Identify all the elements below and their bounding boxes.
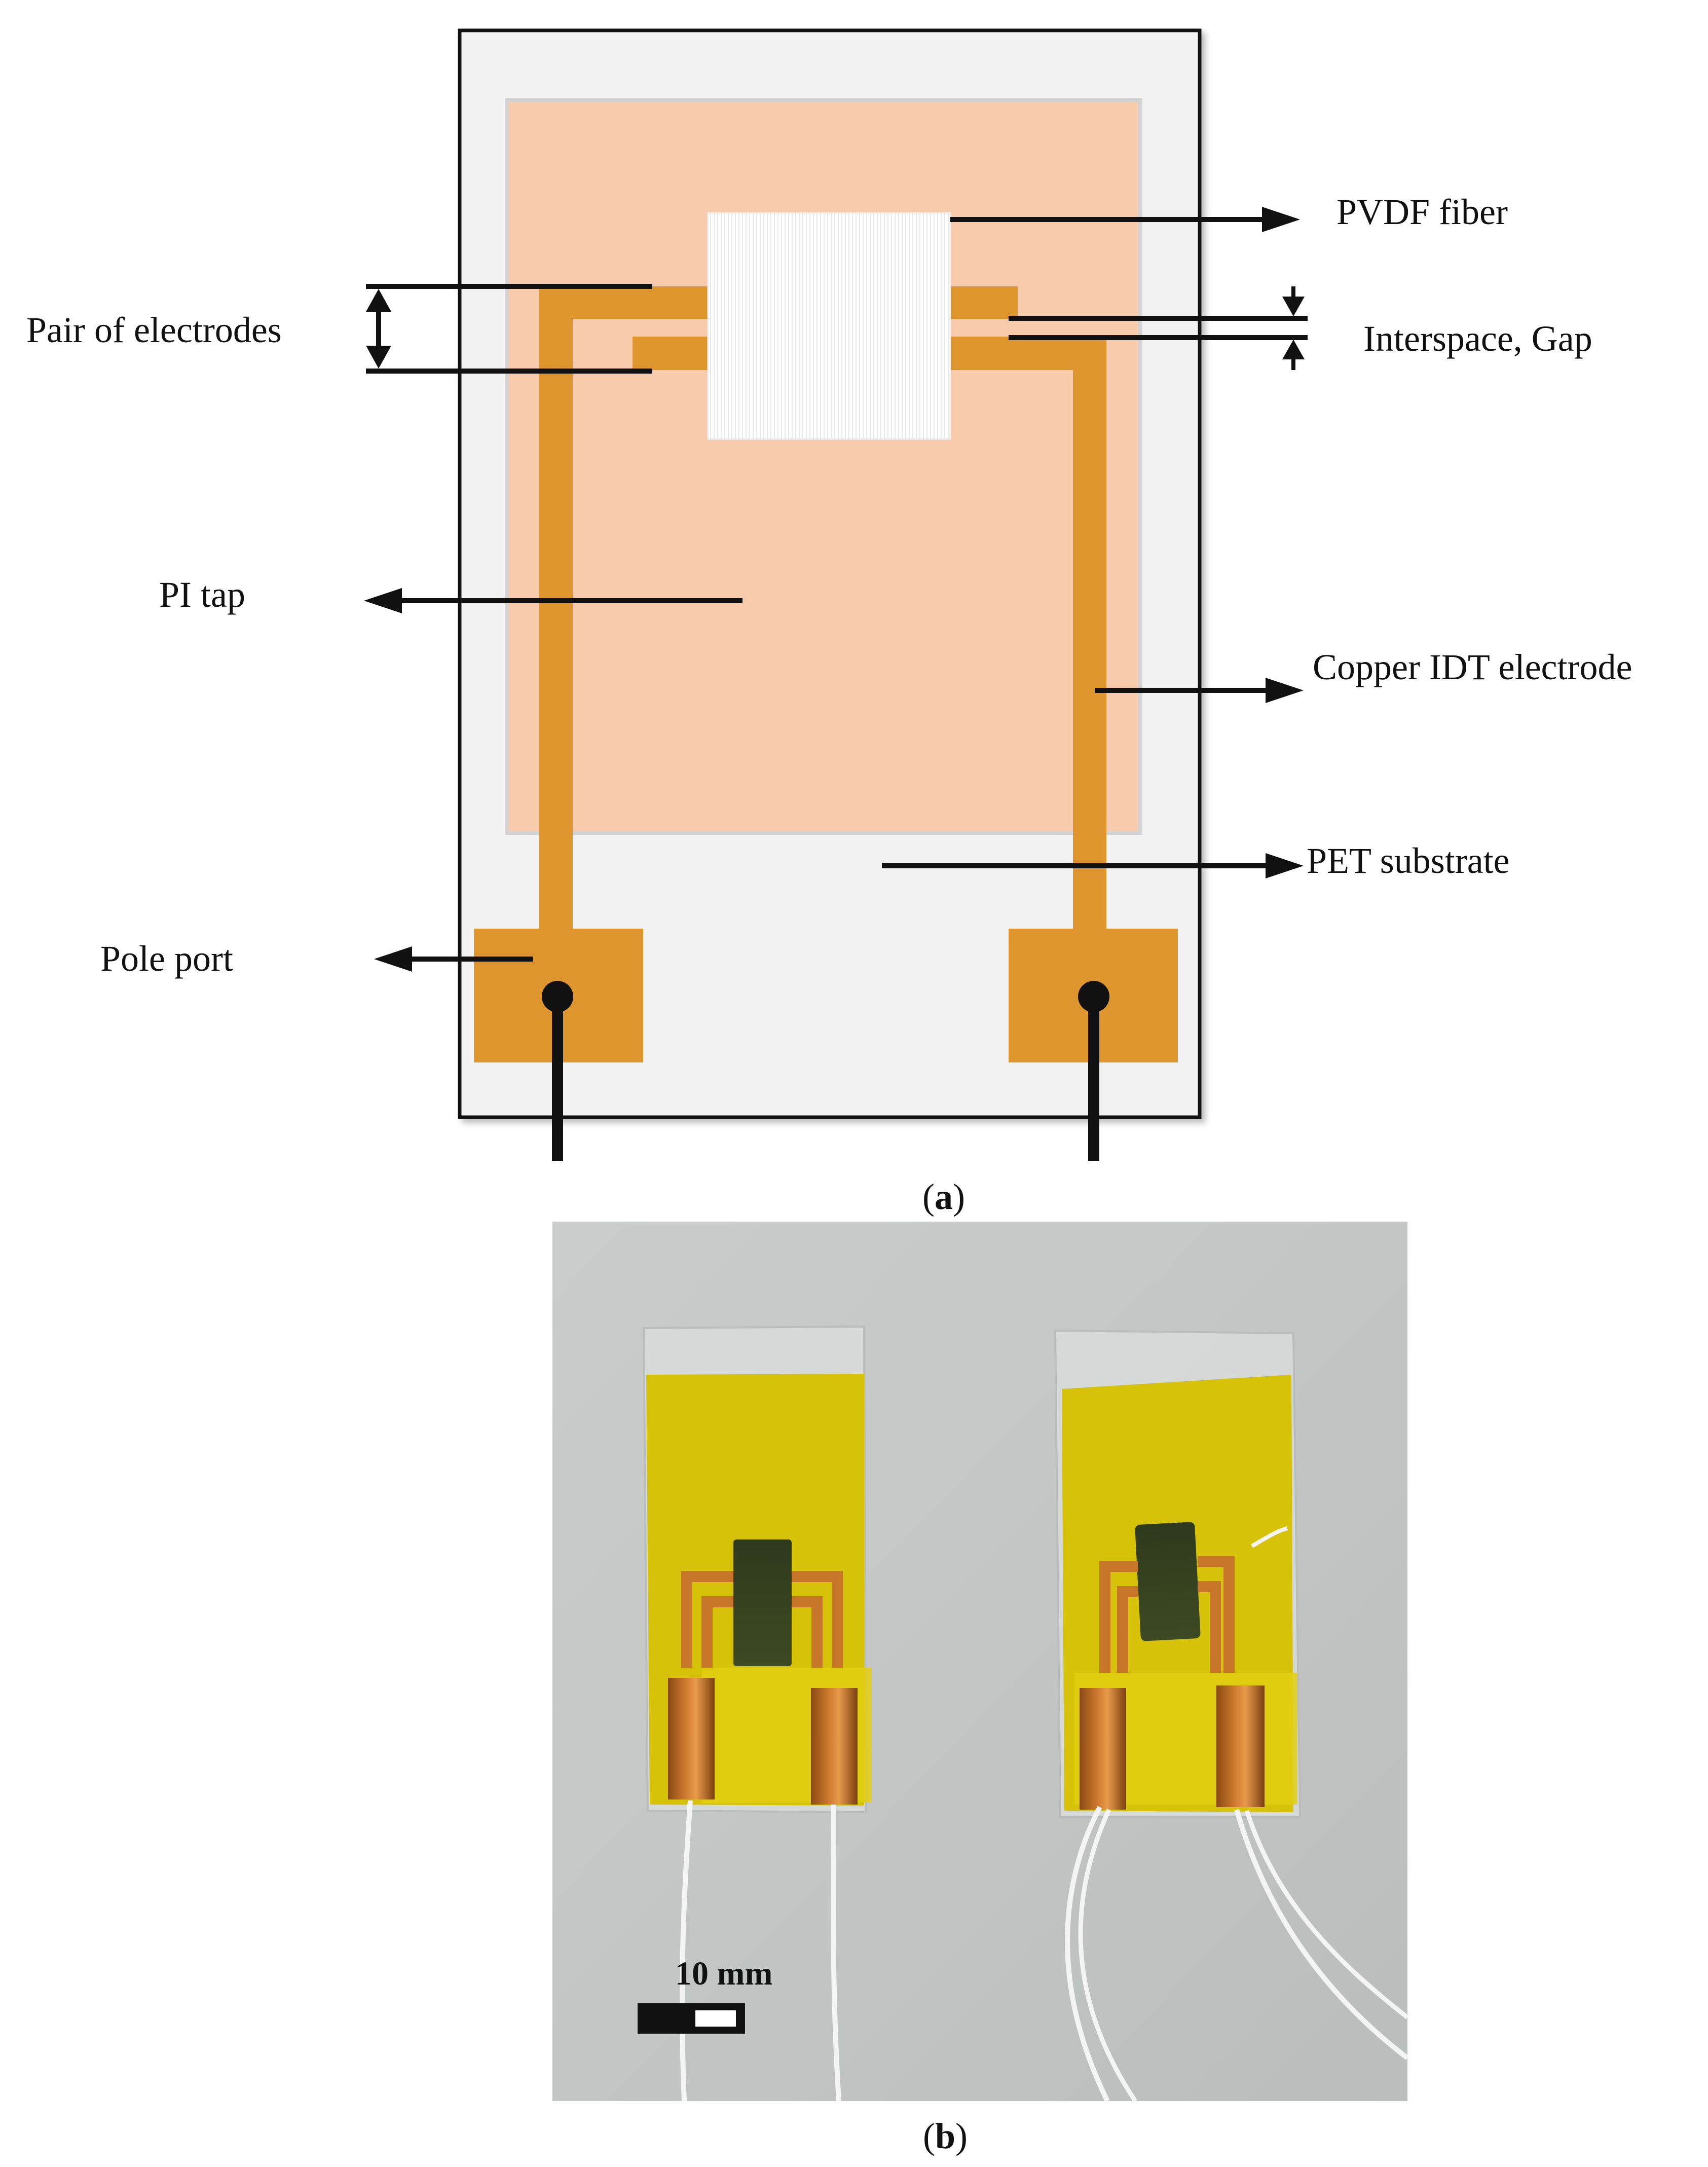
label-pi-tap: PI tap (159, 574, 245, 615)
pvdf-fiber-pointer (950, 207, 1300, 232)
label-pair-of-electrodes: Pair of electrodes (26, 310, 282, 350)
pole-port-pointer (374, 946, 533, 972)
label-pvdf-fiber: PVDF fiber (1336, 192, 1508, 232)
scale-bar: 10 mm (638, 1955, 772, 2034)
label-pet-substrate: PET substrate (1307, 840, 1510, 881)
label-interspace-gap: Interspace, Gap (1363, 318, 1592, 359)
photo-panel-b: 10 mm (b) (552, 1222, 1409, 2156)
pi-tape-layer (505, 98, 1142, 835)
pair-of-electrodes-dimension (366, 284, 652, 374)
scale-bar-label: 10 mm (675, 1955, 772, 1992)
label-copper-idt-electrode: Copper IDT electrode (1313, 647, 1632, 687)
caption-b: (b) (923, 2116, 968, 2156)
caption-a: (a) (922, 1177, 965, 1217)
copper-electrode-right (948, 286, 1106, 940)
sensor-photo-left (642, 1325, 872, 2102)
interspace-gap-dimension (1009, 286, 1308, 370)
copper-electrode-left (539, 286, 710, 940)
pet-substrate-pointer (882, 853, 1304, 878)
label-pole-port: Pole port (100, 938, 233, 979)
pvdf-fiber-mat (707, 212, 951, 440)
copper-idt-pointer (1095, 678, 1304, 703)
pi-tap-pointer (364, 588, 742, 613)
sensor-photo-right (1054, 1329, 1409, 2103)
schematic-panel-a: PVDF fiber Pair of electrodes Interspace… (26, 28, 1632, 1217)
